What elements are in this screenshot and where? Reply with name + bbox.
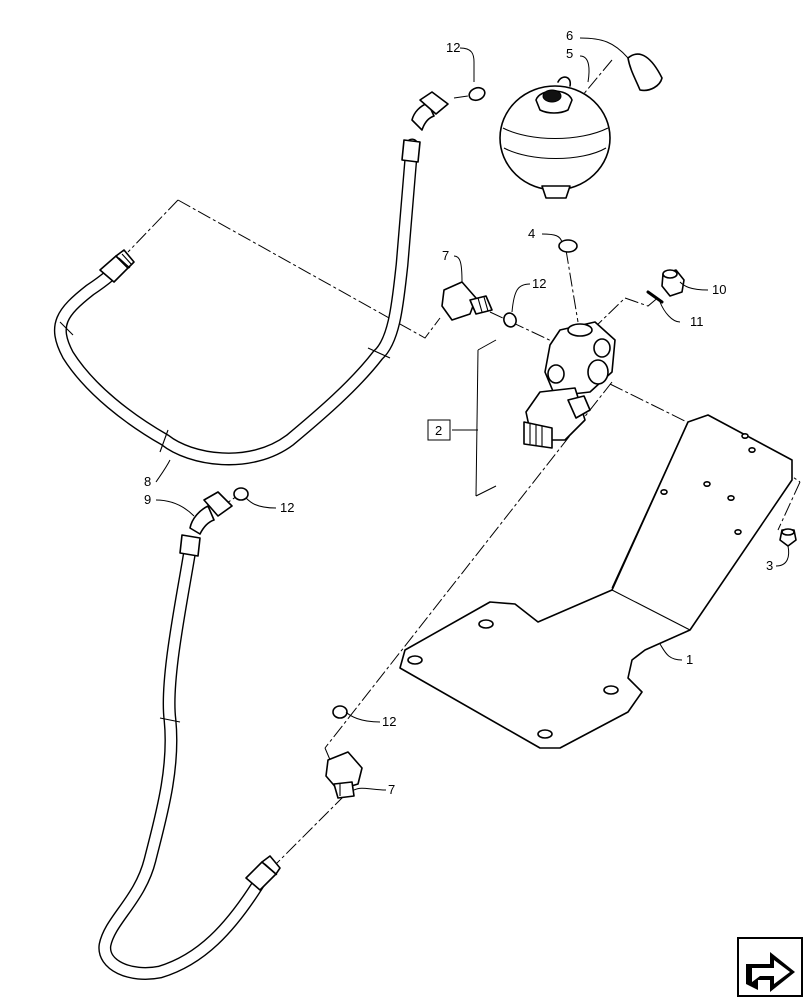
valve-block (523, 321, 616, 449)
callout-10: 10 (712, 282, 726, 297)
callout-4: 4 (528, 226, 535, 241)
group-bracket-2 (452, 339, 497, 497)
warning-decal (627, 53, 663, 92)
callout-2-box: 2 (427, 419, 451, 441)
accumulator (499, 76, 611, 199)
elbow-fitting-upper (441, 281, 493, 321)
callout-12-mid: 12 (532, 276, 546, 291)
hose-assembly-8 (53, 91, 449, 466)
seal-washer (646, 290, 664, 304)
hose-assembly-9 (98, 491, 281, 980)
callout-12-bottom: 12 (382, 714, 396, 729)
next-page-arrow-icon[interactable] (737, 937, 803, 997)
callout-11: 11 (690, 314, 704, 329)
o-rings (233, 86, 578, 719)
callout-3: 3 (766, 558, 773, 573)
assembly-centerlines (127, 59, 801, 871)
elbow-fitting-lower (325, 751, 363, 799)
callout-1: 1 (686, 652, 693, 667)
callout-7-upper: 7 (442, 248, 449, 263)
callout-12-top: 12 (446, 40, 460, 55)
callout-labels: 12 6 5 4 7 12 10 11 3 1 8 9 12 12 7 (144, 28, 773, 797)
callout-12-left: 12 (280, 500, 294, 515)
callout-6: 6 (566, 28, 573, 43)
callout-7-lower: 7 (388, 782, 395, 797)
mounting-bracket (399, 414, 793, 749)
callout-2: 2 (435, 423, 442, 438)
callout-8: 8 (144, 474, 151, 489)
leader-lines (155, 37, 790, 791)
plug-fitting (661, 269, 685, 297)
callout-5: 5 (566, 46, 573, 61)
bolt (779, 528, 797, 547)
callout-9: 9 (144, 492, 151, 507)
